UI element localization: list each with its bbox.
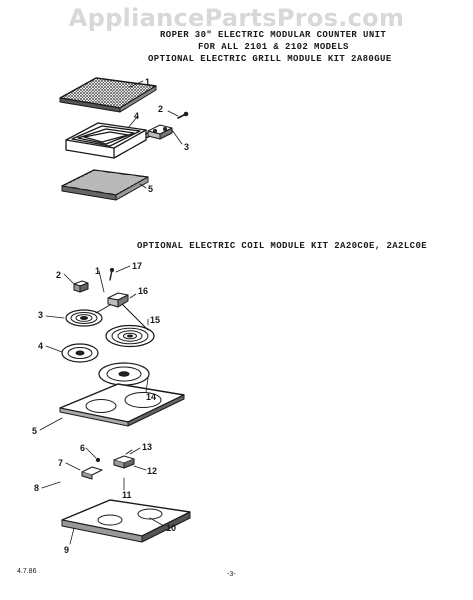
callout-12: 12 <box>147 466 157 476</box>
page-number: -3- <box>227 571 236 578</box>
large-coil-element <box>105 301 155 348</box>
coil-kit-title: OPTIONAL ELECTRIC COIL MODULE KIT 2A20C0… <box>137 241 428 251</box>
callout-15: 15 <box>150 315 160 325</box>
callout-2: 2 <box>158 104 163 114</box>
small-drip-bowl <box>61 343 99 363</box>
callout-3b: 3 <box>38 310 43 320</box>
callout-2b: 2 <box>56 270 61 280</box>
callout-5: 5 <box>148 184 153 194</box>
callout-16: 16 <box>138 286 148 296</box>
coil-leaders <box>39 265 165 545</box>
callout-8: 8 <box>34 483 39 493</box>
callout-6: 6 <box>80 443 85 453</box>
print-date: 4.7.86 <box>17 568 37 575</box>
callout-11: 11 <box>122 490 132 500</box>
callout-10: 10 <box>166 523 176 533</box>
callout-13: 13 <box>142 442 152 452</box>
grill-grate <box>59 77 157 113</box>
terminal-block <box>147 124 173 140</box>
large-drip-bowl <box>98 362 150 386</box>
callout-4b: 4 <box>38 341 43 351</box>
grill-leaders <box>127 80 183 189</box>
terminal-block-16 <box>107 292 129 308</box>
callout-5b: 5 <box>32 426 37 436</box>
callout-1: 1 <box>145 77 150 87</box>
screw-17 <box>109 267 115 281</box>
callout-1b: 1 <box>95 266 100 276</box>
grill-drip-pan <box>61 169 149 201</box>
callout-17: 17 <box>132 261 142 271</box>
grill-heating-element <box>65 122 155 159</box>
callout-14: 14 <box>146 392 156 402</box>
porcelain-top <box>59 383 185 427</box>
callout-3: 3 <box>184 142 189 152</box>
small-coil-element <box>65 304 111 327</box>
callout-9: 9 <box>64 545 69 555</box>
callout-4: 4 <box>134 111 139 121</box>
diagram-title: ROPER 30" ELECTRIC MODULAR COUNTER UNIT <box>160 30 387 40</box>
grill-kit-title: OPTIONAL ELECTRIC GRILL MODULE KIT 2A80G… <box>148 54 392 64</box>
callout-7: 7 <box>58 458 63 468</box>
mounting-screw <box>177 111 189 119</box>
watermark: AppliancePartsPros.com <box>68 4 405 32</box>
bracket-2 <box>73 280 89 293</box>
coil-bottom-pan <box>61 499 191 543</box>
diagram-subtitle: FOR ALL 2101 & 2102 MODELS <box>198 42 349 52</box>
